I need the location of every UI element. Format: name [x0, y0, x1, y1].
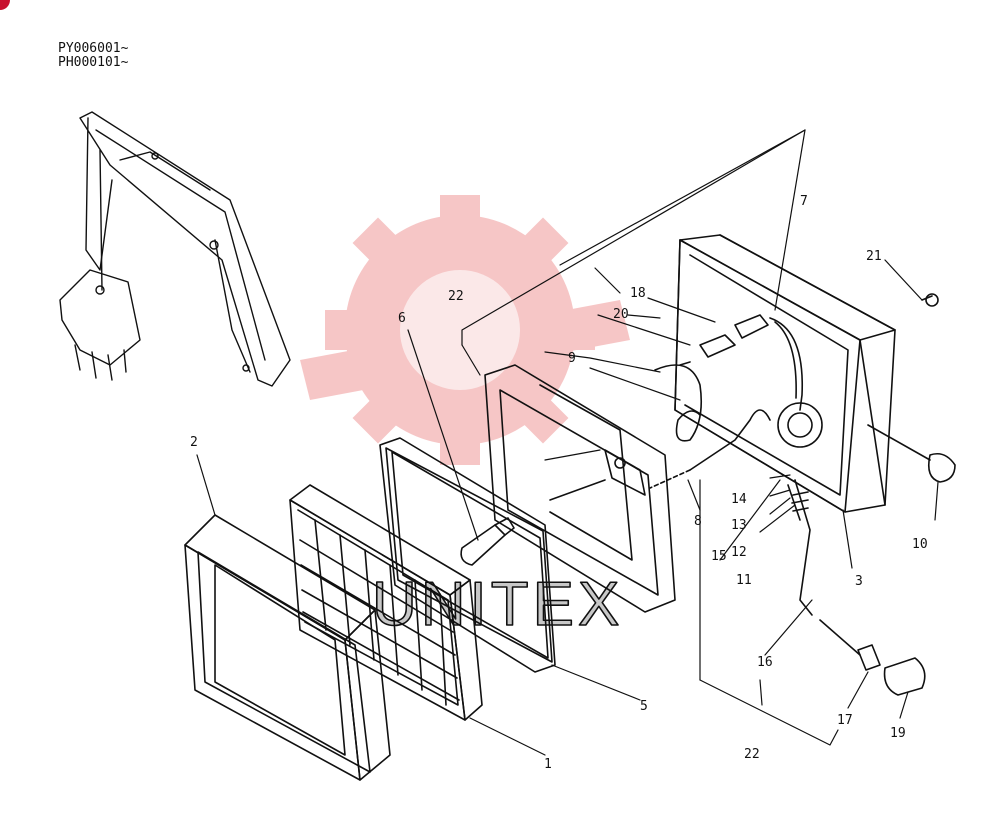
part-8-reflector: [484, 364, 676, 613]
callout-3: 3: [855, 574, 863, 589]
callout-16: 16: [757, 655, 773, 670]
callout-15: 15: [711, 549, 727, 564]
callout-6: 6: [398, 311, 406, 326]
part-6-bulb: [460, 517, 515, 566]
part-2-outer-bezel: [184, 514, 391, 781]
wiring-harness: [649, 293, 956, 696]
callout-17: 17: [837, 713, 853, 728]
callout-18: 18: [630, 286, 646, 301]
callout-19: 19: [890, 726, 906, 741]
callout-8: 8: [694, 514, 702, 529]
callout-2: 2: [190, 435, 198, 450]
callout-10: 10: [912, 537, 928, 552]
part-3-housing: [674, 234, 896, 513]
leader-lines: [196, 129, 939, 756]
callout-21: 21: [866, 249, 882, 264]
serial-range-1: PY006001~: [58, 41, 129, 56]
part-5-gasket: [379, 437, 556, 673]
callout-9: 9: [568, 351, 576, 366]
serial-range-2: PH000101~: [58, 55, 129, 70]
excavator-arm-sketch: [59, 111, 291, 387]
callout-7: 7: [800, 194, 808, 209]
callout-13: 13: [731, 518, 747, 533]
callout-1: 1: [544, 757, 552, 772]
callout-14: 14: [731, 492, 747, 507]
callout-5: 5: [640, 699, 648, 714]
callout-12: 12: [731, 545, 747, 560]
callout-22-top: 22: [448, 289, 464, 304]
callout-20: 20: [613, 307, 629, 322]
callout-11: 11: [736, 573, 752, 588]
callout-22-bottom: 22: [744, 747, 760, 762]
callout-labels: 1 2 3 5 6 7 8 9 10 11 12 13 14 15 16 17 …: [190, 194, 928, 772]
watermark-gear-hole: [400, 270, 520, 390]
corner-badge: [0, 0, 10, 10]
